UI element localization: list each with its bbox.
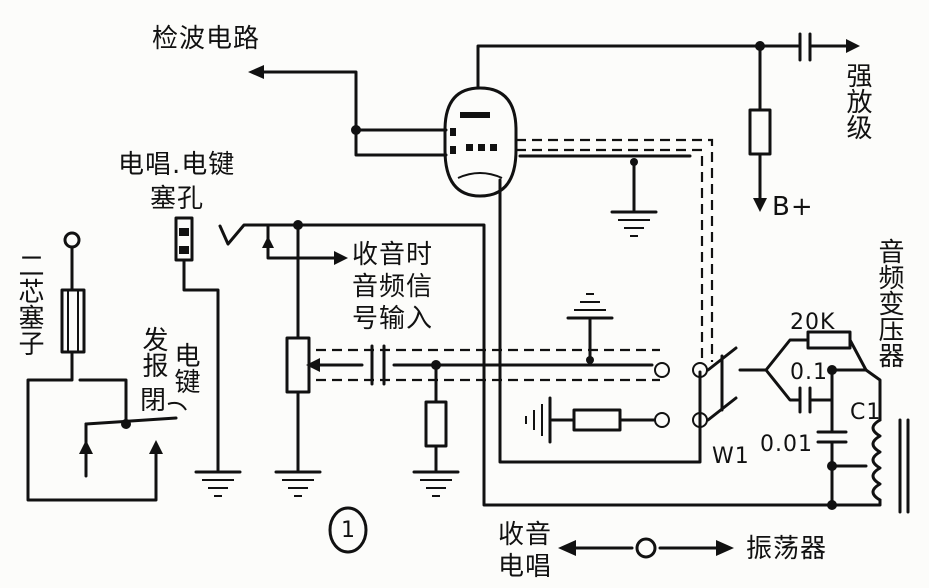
label-receive: 收音 bbox=[498, 520, 553, 550]
label-key: 电键 bbox=[170, 342, 200, 394]
figure-number-circle bbox=[328, 506, 368, 554]
ground-symbol bbox=[610, 210, 658, 237]
tube-plate bbox=[460, 112, 490, 118]
arrow-left-icon bbox=[306, 358, 320, 372]
arrow-right-icon bbox=[716, 540, 734, 556]
label-detector: 检波电路 bbox=[152, 24, 261, 54]
ground-symbol bbox=[194, 470, 242, 497]
arrow-down-icon bbox=[753, 198, 767, 212]
label-c-001: 0.01 bbox=[760, 432, 813, 457]
ground-symbol bbox=[566, 293, 614, 320]
switch-w1 bbox=[654, 346, 738, 428]
volume-potentiometer bbox=[285, 336, 311, 394]
label-audio-in-2: 音频信 bbox=[352, 272, 434, 302]
label-audio-in-3: 号输入 bbox=[352, 304, 434, 334]
plug-tip bbox=[63, 231, 81, 249]
arrow-right-icon bbox=[846, 39, 860, 53]
label-w1: W1 bbox=[712, 444, 750, 469]
label-strong-amp: 强放级 bbox=[842, 62, 872, 140]
arrow-right-icon bbox=[334, 251, 348, 265]
transformer-coil bbox=[830, 368, 910, 514]
plate-resistor bbox=[748, 108, 772, 156]
label-jack: 电唱.电键 bbox=[118, 150, 236, 180]
ground-symbol bbox=[412, 470, 460, 497]
two-pin-plug bbox=[60, 288, 86, 354]
label-phono: 电唱 bbox=[498, 552, 553, 582]
arrow-up-icon bbox=[79, 440, 93, 454]
tube-cathode bbox=[457, 172, 503, 179]
bias-resistor bbox=[572, 408, 622, 432]
label-oscillator: 振荡器 bbox=[746, 534, 828, 564]
label-figure-number: 1 bbox=[341, 518, 356, 543]
ground-symbol bbox=[274, 470, 322, 497]
label-r-20k: 20K bbox=[790, 310, 836, 335]
label-closed: 閉 bbox=[140, 386, 168, 416]
label-c1: C1 bbox=[850, 400, 882, 425]
arrow-left-icon bbox=[558, 540, 576, 556]
selector-knob bbox=[635, 537, 657, 559]
grid-leak-resistor bbox=[424, 400, 448, 448]
label-b-plus: B+ bbox=[772, 192, 814, 222]
tube-grid bbox=[466, 144, 473, 151]
label-transformer: 音频变压器 bbox=[874, 238, 904, 368]
arrow-left-icon bbox=[248, 65, 264, 79]
label-audio-in-1: 收音时 bbox=[352, 240, 434, 270]
label-send-receive: 发报 bbox=[138, 326, 168, 378]
ground-symbol bbox=[525, 396, 552, 444]
label-jack-2: 塞孔 bbox=[150, 184, 205, 214]
label-plug: 二芯塞子 bbox=[14, 252, 44, 356]
vacuum-tube bbox=[443, 86, 518, 198]
label-c-01: 0.1 bbox=[790, 360, 828, 385]
